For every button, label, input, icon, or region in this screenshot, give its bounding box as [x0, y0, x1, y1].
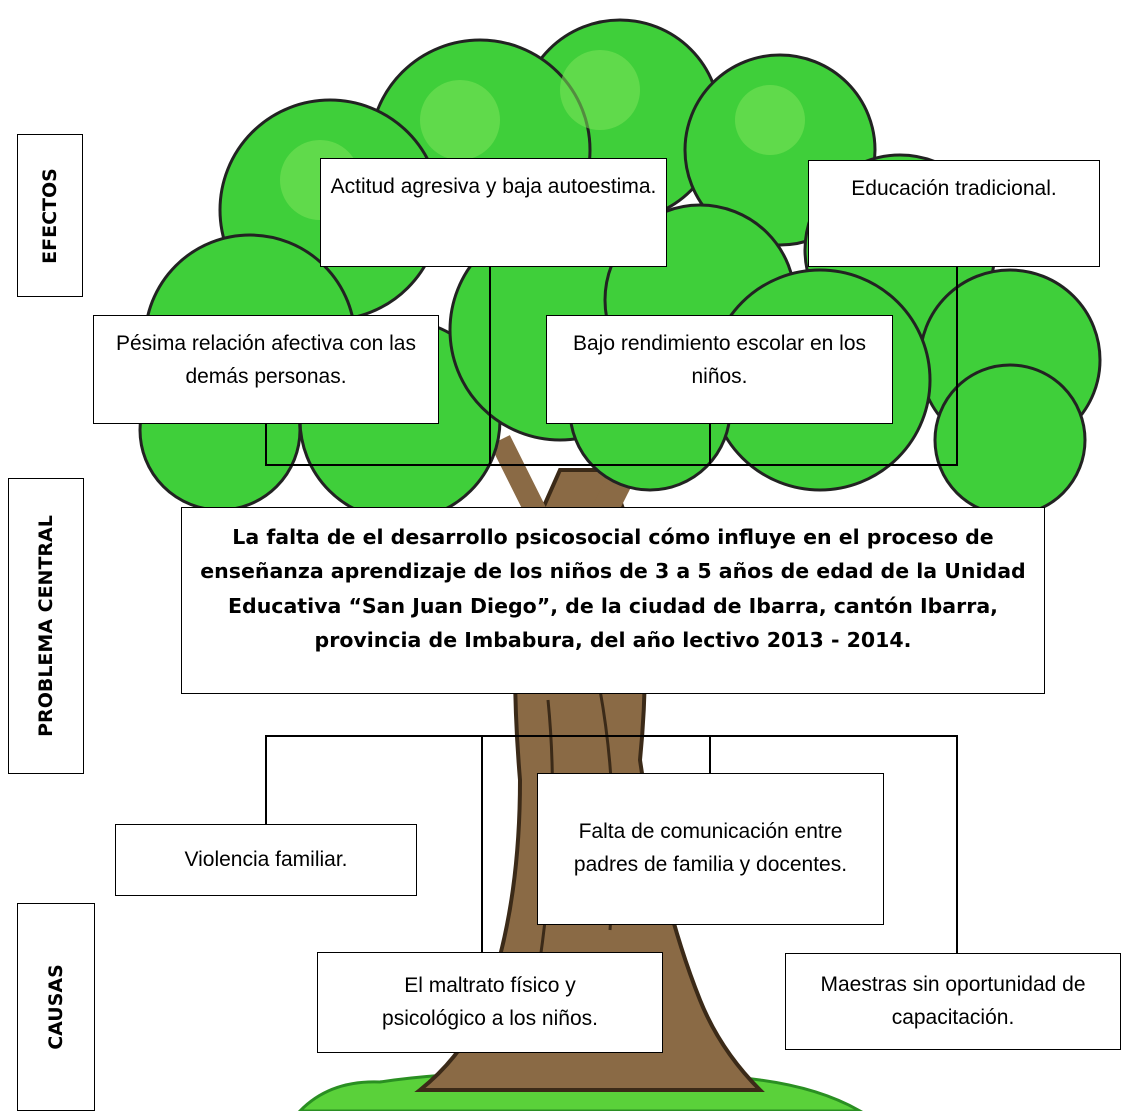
label-efectos: EFECTOS	[17, 134, 83, 297]
cause-comunicacion-text: Falta de comunicación entre padres de fa…	[573, 820, 848, 876]
effect-box-rendimiento: Bajo rendimiento escolar en los niños.	[546, 315, 893, 424]
connector-cause-2	[709, 735, 711, 775]
label-problema-central: PROBLEMA CENTRAL	[8, 478, 84, 774]
effect-box-educacion: Educación tradicional.	[808, 160, 1100, 267]
central-problem-box: La falta de el desarrollo psicosocial có…	[181, 507, 1045, 694]
connector-effect-1	[489, 265, 491, 466]
connector-cause-3	[481, 735, 483, 953]
effect-educacion-text: Educación tradicional.	[851, 177, 1057, 200]
connector-effect-4	[709, 422, 711, 466]
connector-effects-horizontal	[265, 464, 958, 466]
effect-actitud-text: Actitud agresiva y baja autoestima.	[330, 175, 657, 198]
effect-rendimiento-text: Bajo rendimiento escolar en los niños.	[573, 332, 866, 388]
connector-causes-horizontal	[265, 735, 958, 737]
effect-relacion-text: Pésima relación afectiva con las demás p…	[116, 332, 416, 388]
cause-maestras-text: Maestras sin oportunidad de capacitación…	[820, 972, 1086, 1029]
effect-box-actitud: Actitud agresiva y baja autoestima.	[320, 158, 667, 267]
cause-maltrato-text: El maltrato físico y psicológico a los n…	[382, 973, 598, 1030]
cause-box-comunicacion: Falta de comunicación entre padres de fa…	[537, 773, 884, 925]
effect-box-relacion: Pésima relación afectiva con las demás p…	[93, 315, 439, 424]
cause-box-violencia: Violencia familiar.	[115, 824, 417, 896]
label-causas-text: CAUSAS	[45, 964, 68, 1050]
cause-box-maltrato: El maltrato físico y psicológico a los n…	[317, 952, 663, 1053]
cause-box-maestras: Maestras sin oportunidad de capacitación…	[785, 953, 1121, 1050]
connector-effect-2	[956, 265, 958, 466]
label-causas: CAUSAS	[17, 903, 95, 1111]
cause-violencia-text: Violencia familiar.	[184, 847, 348, 871]
connector-effect-3	[265, 422, 267, 466]
connector-cause-1	[265, 735, 267, 825]
connector-cause-4	[956, 735, 958, 955]
central-problem-text: La falta de el desarrollo psicosocial có…	[200, 525, 1026, 653]
label-problema-central-text: PROBLEMA CENTRAL	[35, 515, 58, 737]
label-efectos-text: EFECTOS	[39, 167, 61, 264]
